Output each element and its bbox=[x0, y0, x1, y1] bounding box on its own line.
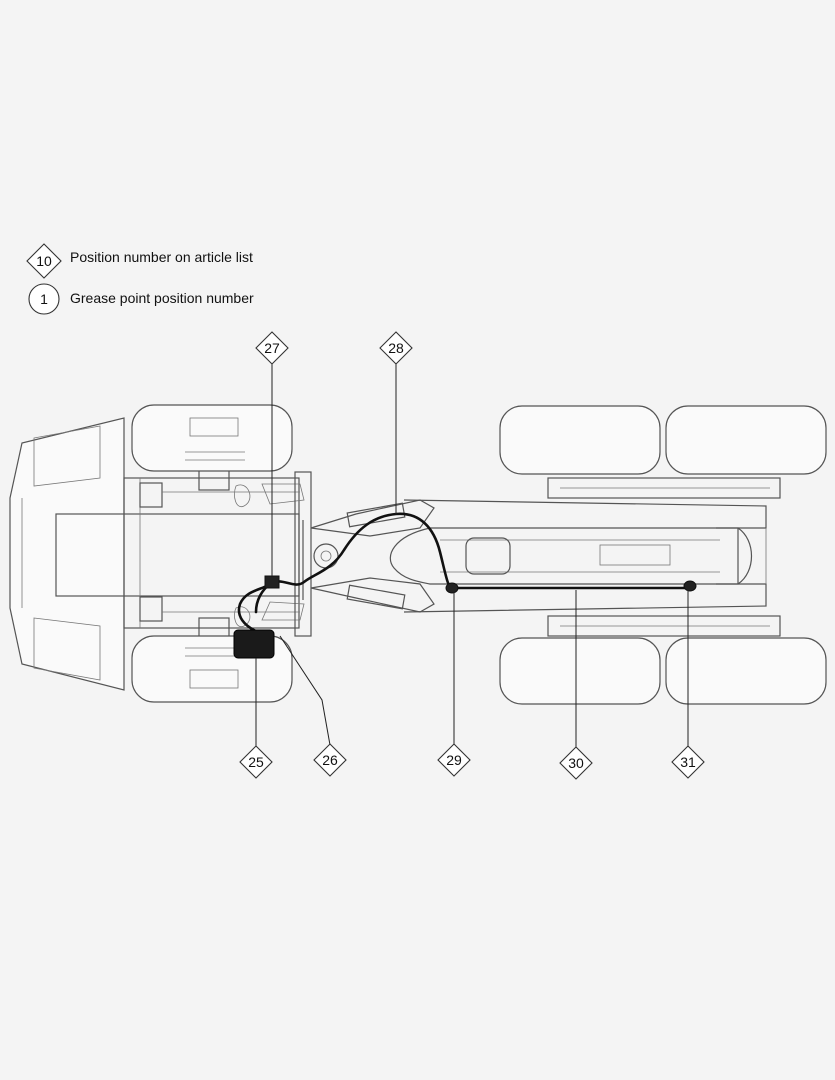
diamond-marker-icon bbox=[26, 243, 62, 279]
callouts: 27 28 25 26 29 30 31 bbox=[239, 331, 705, 780]
lubrication-hoses bbox=[237, 512, 692, 634]
callout-29: 29 bbox=[437, 743, 471, 777]
callout-28: 28 bbox=[379, 331, 413, 365]
callout-31-label: 31 bbox=[680, 754, 696, 770]
legend-position-text: Position number on article list bbox=[70, 249, 253, 265]
callout-25: 25 bbox=[239, 745, 273, 779]
callout-26-label: 26 bbox=[322, 752, 338, 768]
front-cab bbox=[9, 417, 125, 691]
leader-26 bbox=[279, 635, 331, 746]
central-pump bbox=[233, 629, 275, 659]
callout-28-label: 28 bbox=[388, 340, 404, 356]
callout-leaders bbox=[255, 364, 689, 748]
legend-grease-text: Grease point position number bbox=[70, 290, 254, 306]
rear-wheels bbox=[499, 405, 827, 705]
components bbox=[233, 575, 697, 659]
callout-25-label: 25 bbox=[248, 754, 264, 770]
legend-grease-marker-number: 1 bbox=[40, 291, 48, 307]
legend-position-marker-number: 10 bbox=[36, 253, 52, 269]
legend-grease-item: 1 Grease point position number bbox=[28, 283, 254, 315]
circle-marker-icon bbox=[28, 283, 60, 315]
legend-position-item: 10 Position number on article list bbox=[26, 243, 253, 279]
callout-30: 30 bbox=[559, 746, 593, 780]
callout-27: 27 bbox=[255, 331, 289, 365]
machine-outline bbox=[9, 404, 827, 705]
grease-point-fitting-right bbox=[683, 580, 697, 592]
rear-frame bbox=[389, 499, 767, 613]
grease-point-fitting-left bbox=[445, 582, 459, 594]
callout-27-label: 27 bbox=[264, 340, 280, 356]
callout-31: 31 bbox=[671, 745, 705, 779]
distributor-block-fitting bbox=[264, 575, 280, 589]
legend: 10 Position number on article list 1 Gre… bbox=[26, 243, 254, 315]
callout-30-label: 30 bbox=[568, 755, 584, 771]
rear-axles bbox=[547, 477, 781, 637]
callout-26: 26 bbox=[313, 743, 347, 777]
callout-29-label: 29 bbox=[446, 752, 462, 768]
